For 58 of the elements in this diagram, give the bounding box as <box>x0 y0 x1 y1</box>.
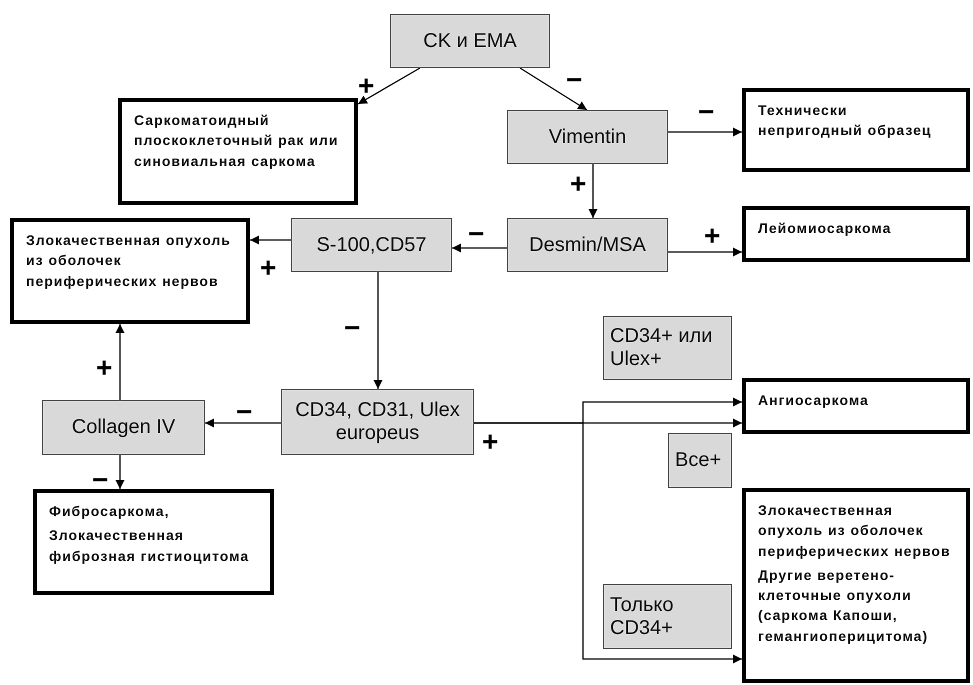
marker-label: Только CD34+ <box>610 594 675 640</box>
edge-label: + <box>704 222 720 250</box>
marker-box <box>603 584 732 649</box>
edge-label: − <box>698 98 714 126</box>
arrow <box>474 422 742 664</box>
marker-label: S-100,CD57 <box>315 234 428 256</box>
marker-box <box>668 433 732 488</box>
diagnosis-box <box>33 489 274 595</box>
diagnosis-text: Фибросаркома, <box>49 502 170 521</box>
diagnosis-box <box>118 98 358 205</box>
arrow <box>668 248 742 256</box>
marker-box <box>507 218 668 272</box>
arrow <box>358 67 420 105</box>
marker-label: CK и EMA <box>422 30 518 52</box>
arrow <box>452 244 507 252</box>
marker-label: CD34+ или Ulex+ <box>610 325 714 371</box>
diagnosis-text: Злокачественная опухоль из оболочек периферических нервов <box>26 231 232 291</box>
edge-label: − <box>468 220 484 248</box>
marker-label: CD34, CD31, Ulex europeus <box>294 399 461 445</box>
diagnosis-text: Технически непригодный образец <box>758 101 933 140</box>
arrow <box>116 324 124 400</box>
edge-label: + <box>260 254 276 282</box>
edge-label: − <box>236 398 252 426</box>
marker-box <box>281 389 474 455</box>
marker-label: Collagen IV <box>70 416 176 439</box>
diagnosis-box <box>742 378 970 434</box>
edge-label: − <box>344 314 360 342</box>
diagnosis-box <box>742 88 970 172</box>
arrow <box>588 164 598 218</box>
diagnosis-text: Злокачественная фиброзная гистиоцитома <box>49 526 250 566</box>
arrow <box>520 67 588 111</box>
marker-label: Все+ <box>675 449 722 472</box>
marker-label: Vimentin <box>548 126 628 148</box>
edge-label: + <box>96 354 112 382</box>
edge-label: − <box>92 466 108 494</box>
marker-box <box>291 218 452 272</box>
edge-label: + <box>570 170 586 198</box>
arrow <box>250 236 291 244</box>
edge-label: + <box>358 72 374 100</box>
marker-label: Desmin/MSA <box>528 234 647 256</box>
arrow <box>374 272 382 389</box>
marker-box <box>603 316 732 380</box>
diagnosis-box <box>742 488 970 683</box>
diagnosis-text: Ангиосаркома <box>758 391 870 410</box>
diagnosis-text: Лейомиосаркома <box>758 219 892 238</box>
arrow <box>205 418 281 428</box>
marker-box <box>390 14 550 68</box>
arrow <box>668 128 742 136</box>
edge-label: + <box>482 428 498 456</box>
diagnosis-text: Саркоматоидный плоскоклеточный рак или синовиальная саркома <box>134 111 340 171</box>
diagnosis-box <box>10 218 250 324</box>
arrow <box>116 455 124 489</box>
diagnosis-box <box>742 206 970 262</box>
diagnosis-text: Злокачественная опухоль из оболочек периферических нервов <box>758 501 952 561</box>
marker-box <box>507 110 668 164</box>
edge-label: − <box>566 66 582 94</box>
marker-box <box>42 400 205 455</box>
diagnosis-text: Другие веретено-клеточные опухоли (саркома Капоши, гемангиоперицитома) <box>758 566 930 646</box>
